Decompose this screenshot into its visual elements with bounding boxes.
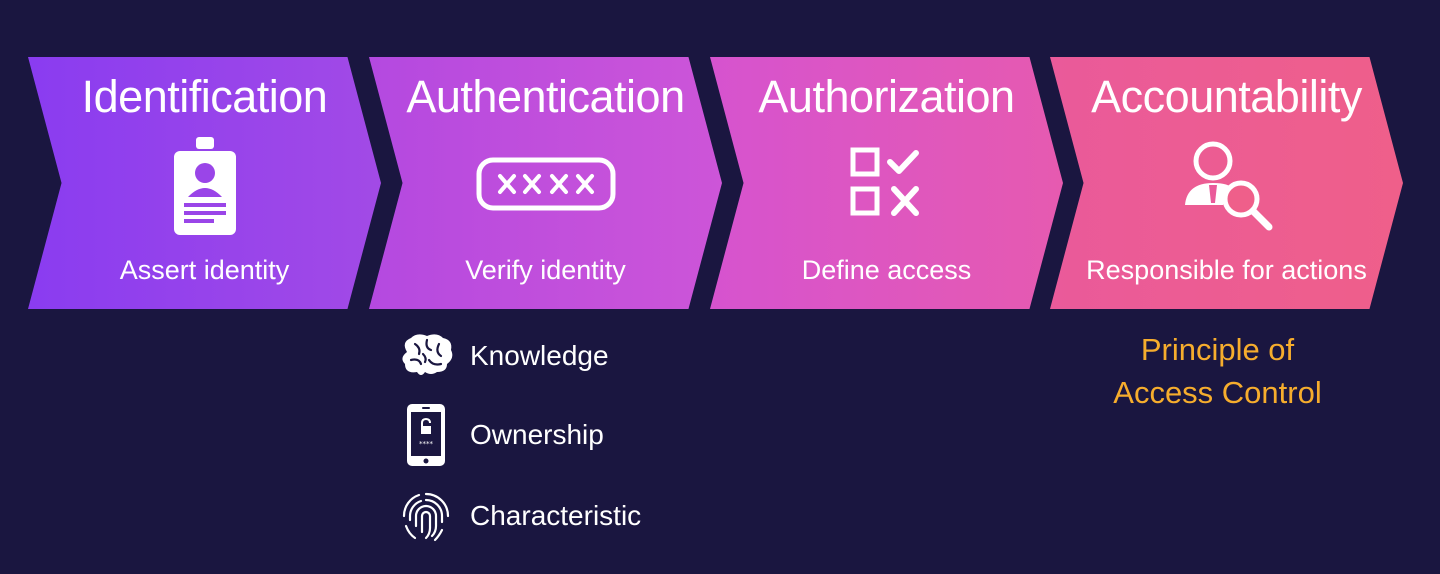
stage-subtitle: Define access [801, 255, 972, 285]
factor-characteristic: Characteristic [396, 486, 641, 546]
stage-subtitle: Assert identity [119, 255, 290, 285]
stage-accountability: Accountability Responsible for actions [1050, 57, 1403, 309]
stage-authentication: Authentication Verify identity [369, 57, 722, 309]
stage-title: Accountability [1091, 71, 1362, 122]
checklist-icon [850, 147, 924, 224]
stage-subtitle: Responsible for actions [1086, 255, 1367, 285]
smartphone-lock-icon: **** [396, 404, 456, 466]
stage-identification: Identification Assert identity [28, 57, 381, 309]
password-field-icon [476, 157, 616, 216]
stage-authorization: Authorization Define access [710, 57, 1063, 309]
brain-icon [396, 326, 456, 386]
factor-label: Ownership [470, 419, 604, 450]
factor-label: Characteristic [470, 500, 642, 531]
principle-label: Principle of Access Control [1060, 328, 1375, 414]
fingerprint-icon [396, 486, 456, 546]
stage-title: Identification [81, 71, 328, 122]
factor-ownership: **** Ownership [396, 404, 604, 466]
audit-magnifier-icon [1179, 139, 1275, 238]
principle-line-1: Principle of [1140, 332, 1295, 367]
stage-subtitle: Verify identity [465, 255, 626, 285]
factor-knowledge: Knowledge [396, 326, 609, 386]
stage-title: Authentication [406, 71, 685, 122]
factor-label: Knowledge [470, 340, 609, 371]
principle-line-2: Access Control [1113, 375, 1322, 410]
id-badge-icon [172, 137, 238, 242]
svg-text:****: **** [419, 440, 434, 448]
stage-title: Authorization [758, 71, 1015, 122]
